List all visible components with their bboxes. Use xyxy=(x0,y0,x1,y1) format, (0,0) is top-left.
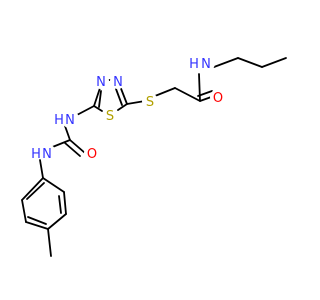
bond xyxy=(93,87,101,107)
atom-symbol: N xyxy=(65,113,75,128)
bond xyxy=(98,90,102,108)
atom-o-urea: O xyxy=(84,145,100,162)
bond xyxy=(64,142,81,157)
bond xyxy=(126,100,146,105)
atom-background xyxy=(84,145,100,161)
bond xyxy=(25,221,49,230)
bond xyxy=(69,139,86,154)
bond xyxy=(63,191,67,215)
atom-symbol: N xyxy=(96,75,106,90)
atom-s-ring: S xyxy=(102,107,118,124)
atom-background xyxy=(38,144,56,162)
bond xyxy=(64,125,71,141)
atom-symbol: N xyxy=(113,75,123,90)
atom-background xyxy=(197,54,215,72)
bond xyxy=(119,85,128,105)
atom-o-amide: O xyxy=(210,89,226,106)
atom-nh-propyl: N H xyxy=(189,54,215,72)
bond xyxy=(47,228,52,257)
bond xyxy=(74,105,95,117)
atom-symbol: O xyxy=(87,147,97,162)
molecule-diagram: N N S S O N H N H O xyxy=(21,54,287,257)
atom-hydrogen: H xyxy=(54,113,64,128)
atom-n-ring-left: N xyxy=(93,73,109,90)
atom-s-thioether: S xyxy=(142,93,158,110)
atom-background xyxy=(142,93,158,109)
bond xyxy=(21,177,44,201)
atom-background xyxy=(110,73,126,89)
atom-hydrogen: H xyxy=(31,147,41,162)
bond xyxy=(237,57,263,68)
bond xyxy=(154,87,176,97)
atom-background xyxy=(102,107,118,123)
atom-nh-aryl: N H xyxy=(31,144,56,162)
bond xyxy=(261,57,287,68)
atom-background xyxy=(210,89,226,105)
bond xyxy=(47,213,67,230)
atom-background xyxy=(93,73,109,89)
atom-symbol: S xyxy=(106,109,114,124)
bond xyxy=(58,195,62,214)
bond xyxy=(174,87,201,102)
atom-nh-ring: N H xyxy=(54,110,79,128)
atom-n-ring-right: N xyxy=(110,73,126,90)
bond xyxy=(39,159,44,179)
bond xyxy=(117,103,128,111)
bond xyxy=(115,88,123,106)
bond xyxy=(21,199,27,223)
bond xyxy=(198,73,201,102)
atom-symbol: N xyxy=(201,57,211,72)
atom-symbol: S xyxy=(146,95,154,110)
bond xyxy=(26,182,45,200)
bond xyxy=(93,105,103,112)
atom-labels: N N S S O N H N H O xyxy=(31,54,226,162)
atom-symbol: O xyxy=(213,91,223,106)
atom-background xyxy=(61,110,79,128)
bonds xyxy=(21,57,287,257)
atom-symbol: N xyxy=(42,147,52,162)
atom-hydrogen: H xyxy=(189,57,199,72)
bond xyxy=(27,216,47,225)
bond xyxy=(213,57,239,68)
bond xyxy=(42,177,65,193)
